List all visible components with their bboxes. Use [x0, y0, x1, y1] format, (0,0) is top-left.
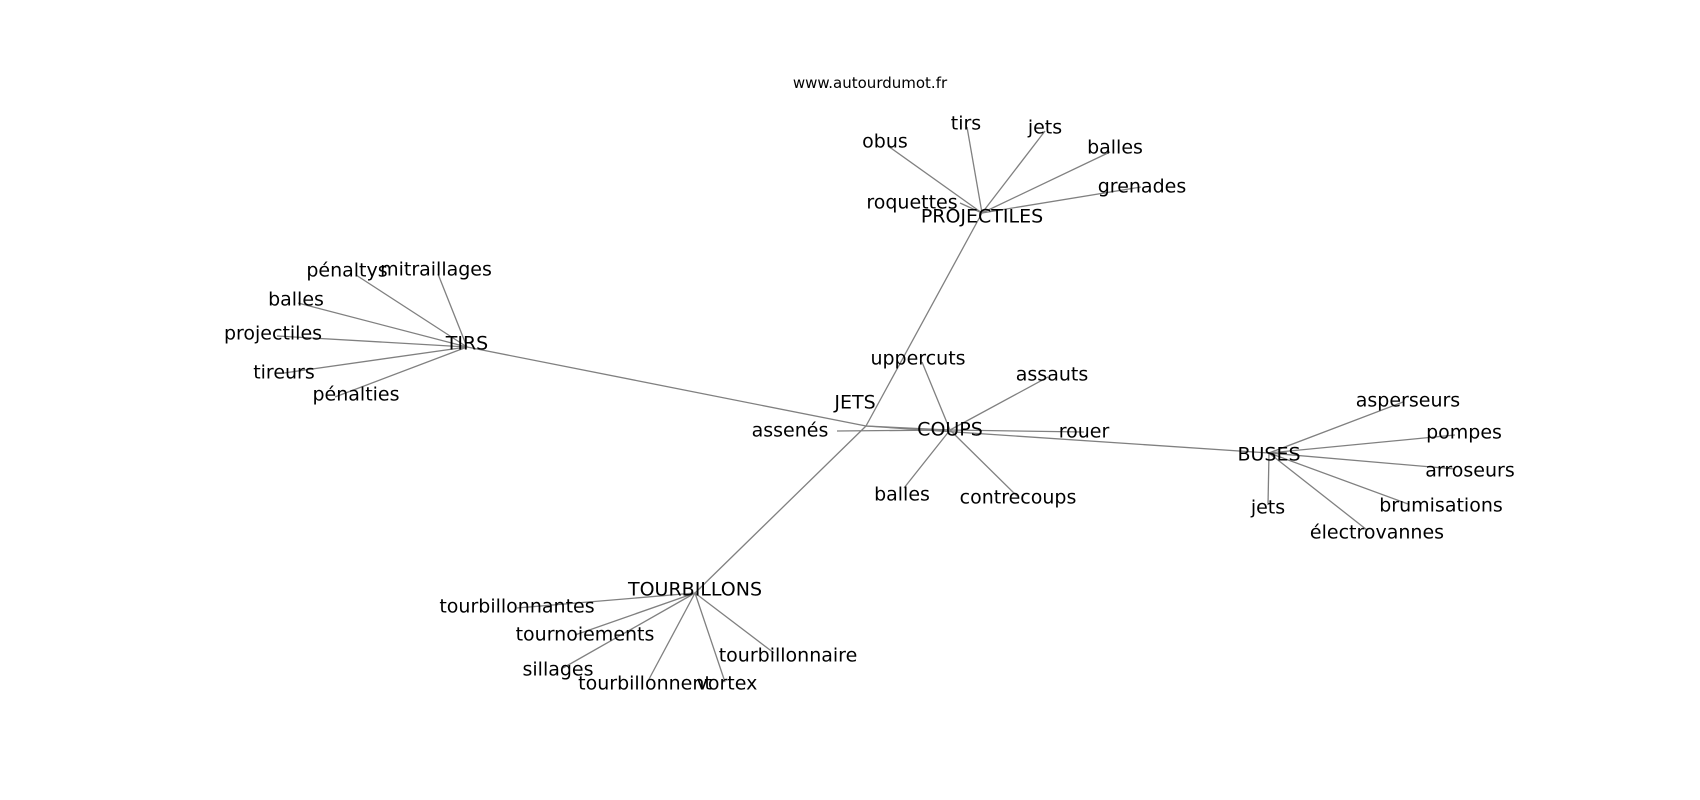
node-uppercuts[interactable]: uppercuts — [870, 348, 965, 370]
watermark: www.autourdumot.fr — [793, 74, 948, 92]
edge-projectiles_hub-roquettes — [959, 202, 983, 214]
edge-tirs_hub-penaltys — [355, 274, 468, 348]
edge-tourbillons-tournoiements — [574, 592, 696, 636]
node-pompes[interactable]: pompes — [1426, 422, 1502, 444]
node-assenes[interactable]: assenés — [752, 420, 829, 442]
edge-projectiles_hub-tirs_p — [966, 126, 983, 214]
node-projectiles_hub[interactable]: PROJECTILES — [921, 206, 1043, 228]
node-jets_c[interactable]: JETS — [833, 392, 875, 414]
edge-tourbillons-tourbillonnent — [647, 592, 696, 682]
node-balles_p[interactable]: balles — [1087, 137, 1143, 159]
edge-projectiles_hub-jets_p — [981, 130, 1046, 214]
edge-jets_c-projectiles_hub — [865, 212, 983, 427]
edge-tirs_hub-tireurs — [283, 346, 468, 374]
node-vortex[interactable]: vortex — [697, 673, 758, 695]
node-rouer[interactable]: rouer — [1059, 421, 1110, 443]
edge-buses-arroseurs — [1268, 452, 1456, 470]
edge-projectiles_hub-grenades — [981, 186, 1142, 214]
edge-jets_c-tirs_hub — [466, 346, 867, 427]
node-sillages[interactable]: sillages — [522, 659, 593, 681]
node-tireurs[interactable]: tireurs — [253, 362, 315, 384]
node-asperseurs[interactable]: asperseurs — [1356, 390, 1460, 412]
edge-tourbillons-vortex — [694, 592, 726, 683]
node-roquettes[interactable]: roquettes — [866, 192, 957, 214]
node-tourbillonnaire[interactable]: tourbillonnaire — [719, 645, 858, 667]
edge-tirs_hub-penalties — [334, 346, 468, 398]
node-tourbillonnent[interactable]: tourbillonnent — [578, 673, 712, 695]
node-assauts[interactable]: assauts — [1016, 364, 1088, 386]
node-grenades[interactable]: grenades — [1098, 176, 1186, 198]
edge-tourbillons-sillages — [562, 592, 696, 669]
edge-coups-assenes — [836, 429, 951, 432]
edge-tirs_hub-mitraillages — [437, 273, 468, 348]
node-mitraillages[interactable]: mitraillages — [380, 259, 492, 281]
node-tirs_p[interactable]: tirs — [951, 113, 981, 135]
node-tourbillonnantes[interactable]: tourbillonnantes — [439, 596, 594, 618]
edge-tourbillons-tourbillonnantes — [516, 592, 696, 609]
edge-tirs_hub-balles_t — [297, 302, 468, 348]
edge-coups-rouer — [949, 429, 1085, 433]
edge-jets_c-tourbillons — [694, 425, 867, 594]
edge-tirs_hub-projectiles_t — [276, 335, 468, 348]
graph-edges — [276, 126, 1456, 683]
node-tirs_hub[interactable]: TIRS — [445, 333, 488, 355]
node-arroseurs[interactable]: arroseurs — [1425, 460, 1514, 482]
edge-projectiles_hub-obus — [887, 145, 983, 214]
edge-buses-brumisations — [1268, 452, 1409, 505]
node-buses[interactable]: BUSES — [1237, 444, 1300, 466]
edge-tourbillons-tourbillonnaire — [694, 592, 775, 654]
graph-nodes: JETS COUPS assenés rouer uppercuts assauts bal… — [224, 113, 1515, 695]
node-balles_t[interactable]: balles — [268, 289, 324, 311]
node-tournoiements[interactable]: tournoiements — [516, 624, 655, 646]
node-tourbillons[interactable]: TOURBILLONS — [627, 579, 762, 601]
node-obus[interactable]: obus — [862, 131, 908, 153]
edge-coups-uppercuts — [921, 361, 951, 431]
edge-coups-balles_c — [903, 429, 951, 489]
node-penalties[interactable]: pénalties — [312, 384, 399, 406]
edge-coups-contrecoups — [949, 429, 1018, 497]
edge-projectiles_hub-balles_p — [981, 151, 1111, 214]
node-penaltys[interactable]: pénaltys — [306, 260, 387, 282]
node-coups[interactable]: COUPS — [917, 419, 983, 441]
edge-buses-pompes — [1268, 434, 1456, 454]
node-jets_b[interactable]: jets — [1250, 497, 1285, 519]
edge-buses-electrovannes — [1268, 452, 1368, 531]
edge-buses-jets_b — [1267, 452, 1270, 506]
node-contrecoups[interactable]: contrecoups — [960, 487, 1077, 509]
edge-coups-assauts — [949, 376, 1049, 431]
edge-buses-asperseurs — [1268, 401, 1404, 454]
node-jets_p[interactable]: jets — [1027, 117, 1062, 139]
node-projectiles_t[interactable]: projectiles — [224, 323, 322, 345]
node-brumisations[interactable]: brumisations — [1379, 495, 1503, 517]
node-electrovannes[interactable]: électrovannes — [1310, 522, 1444, 544]
node-balles_c[interactable]: balles — [874, 484, 930, 506]
